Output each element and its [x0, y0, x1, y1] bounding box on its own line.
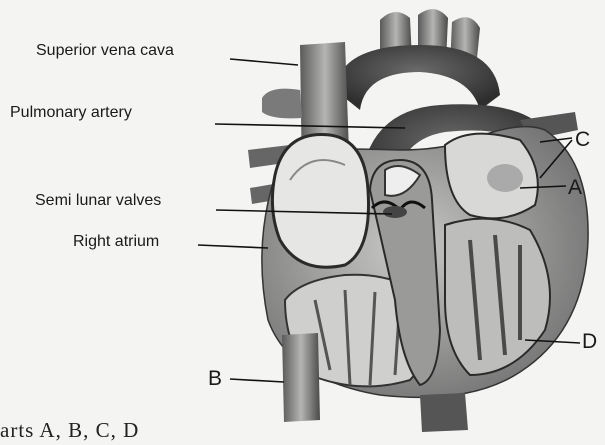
aortic-arch [335, 9, 500, 110]
inferior-vena-cava [282, 333, 320, 422]
right-atrium [272, 135, 368, 268]
label-semi-lunar-valves: Semi lunar valves [35, 192, 161, 210]
label-pulmonary-artery: Pulmonary artery [10, 104, 132, 122]
label-a: A [568, 176, 582, 200]
label-right-atrium: Right atrium [73, 233, 159, 251]
question-caption: arts A, B, C, D [0, 418, 139, 443]
left-atrium [445, 134, 538, 219]
label-superior-vena-cava: Superior vena cava [36, 42, 174, 60]
label-c: C [575, 128, 590, 152]
label-d: D [582, 330, 597, 354]
leader-b [230, 379, 284, 382]
leader-right-atrium [198, 245, 268, 248]
label-b: B [208, 367, 222, 391]
leader-superior-vena-cava [230, 59, 298, 65]
